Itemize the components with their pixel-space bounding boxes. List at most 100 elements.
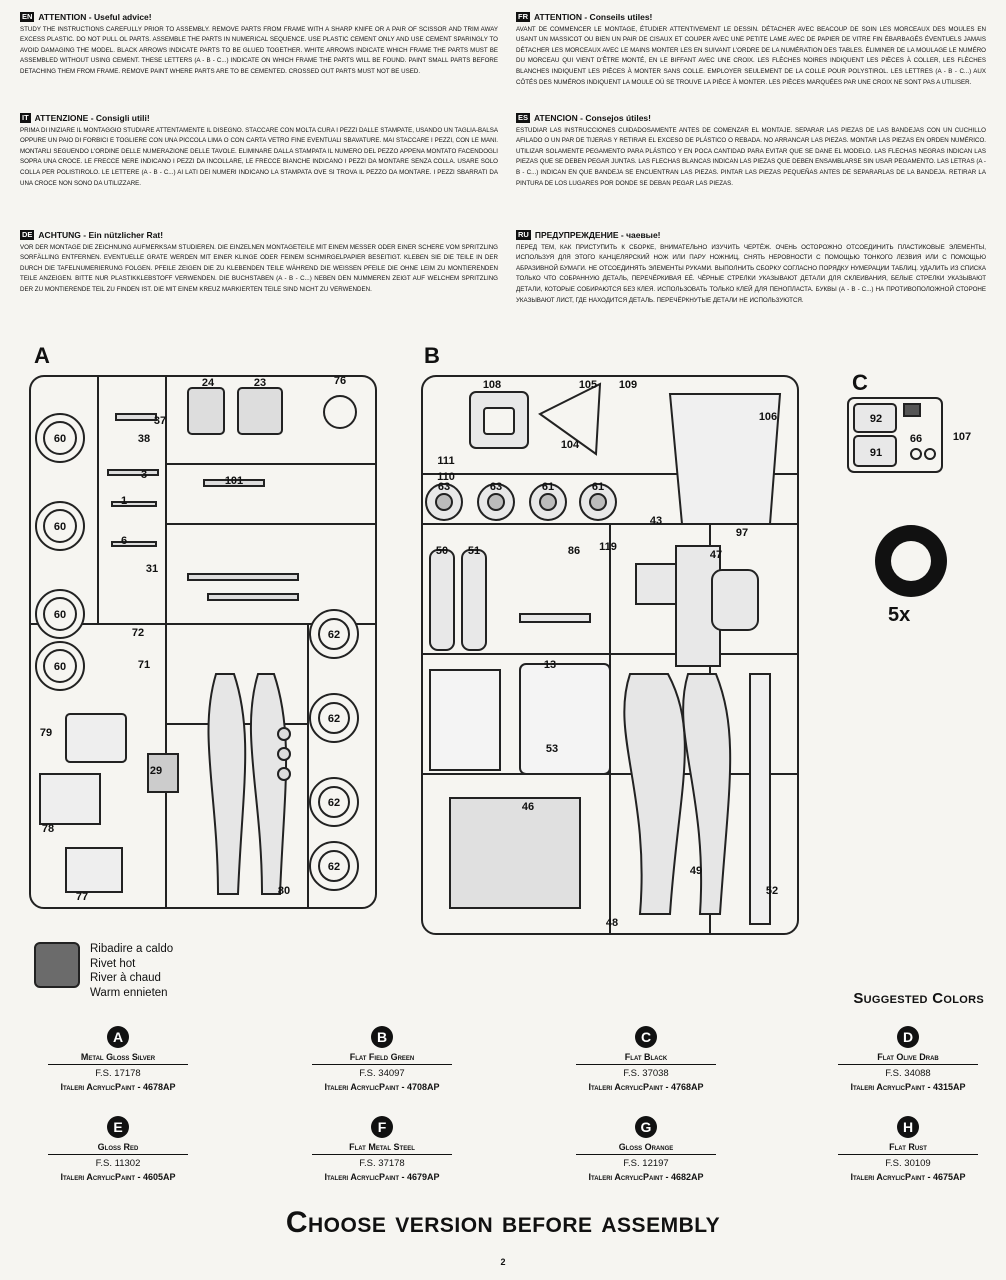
notice-fr: FR ATTENTION - Conseils utiles! Avant de … xyxy=(516,12,986,88)
notice-title: ATTENTION - Conseils utiles! xyxy=(534,12,653,22)
color-fs: F.S. 37038 xyxy=(623,1068,669,1079)
hot-rivet-icon xyxy=(34,942,80,988)
part-number: 109 xyxy=(619,379,637,391)
color-name: Flat Metal Steel xyxy=(312,1142,452,1155)
color-fs: F.S. 17178 xyxy=(95,1068,141,1079)
part-number: 110 xyxy=(437,471,455,483)
part-number: 72 xyxy=(132,627,144,639)
part-number: 23 xyxy=(254,377,266,389)
color-paint: Italeri AcrylicPaint - 4315AP xyxy=(850,1082,966,1092)
color-paint: Italeri AcrylicPaint - 4605AP xyxy=(60,1172,176,1182)
color-name: Metal Gloss Silver xyxy=(48,1052,188,1065)
color-letter: G xyxy=(635,1116,657,1138)
part-number: 66 xyxy=(910,433,922,445)
part-number: 29 xyxy=(150,765,162,777)
color-name: Flat Field Green xyxy=(312,1052,452,1065)
notice-body: Avant de commencer le montage, étudier a… xyxy=(516,25,986,86)
color-paint: Italeri AcrylicPaint - 4678AP xyxy=(60,1082,176,1092)
part-number: 78 xyxy=(42,823,54,835)
notice-body: Vor der Montage die Zeichnung aufmerksam… xyxy=(20,243,498,293)
notice-title: ATENCION - Consejos útiles! xyxy=(534,113,651,123)
part-number: 108 xyxy=(483,379,501,391)
color-name: Flat Rust xyxy=(838,1142,978,1155)
part-number: 62 xyxy=(328,629,340,641)
color-g: G Gloss Orange F.S. 12197 Italeri Acryli… xyxy=(576,1116,716,1182)
language-code: DE xyxy=(20,230,35,241)
notice-title: ATTENZIONE - Consigli utili! xyxy=(34,113,150,123)
language-code: FR xyxy=(516,12,530,23)
page-number: 2 xyxy=(500,1257,506,1267)
sprue-b-diagram: 108 105 109 106 104 111 110 63 63 61 61 … xyxy=(421,375,799,935)
color-paint: Italeri AcrylicPaint - 4768AP xyxy=(588,1082,704,1092)
part-number: 91 xyxy=(870,447,882,459)
color-e: E Gloss Red F.S. 11302 Italeri AcrylicPa… xyxy=(48,1116,188,1182)
part-number: 48 xyxy=(606,917,618,929)
part-number: 51 xyxy=(468,545,480,557)
color-b: B Flat Field Green F.S. 34097 Italeri Ac… xyxy=(312,1026,452,1092)
notice-body: Prima di iniziare il montaggio studiare … xyxy=(20,126,498,187)
sprue-label-a: A xyxy=(34,343,50,368)
part-number: 24 xyxy=(202,377,215,389)
part-number: 1 xyxy=(121,495,127,507)
part-number: 119 xyxy=(599,541,617,553)
color-fs: F.S. 12197 xyxy=(623,1158,669,1169)
part-number: 101 xyxy=(225,475,243,487)
language-code: IT xyxy=(20,113,31,124)
notice-title: ACHTUNG - Ein nützlicher Rat! xyxy=(38,230,164,240)
part-number: 53 xyxy=(546,743,558,755)
legend-line: River à chaud xyxy=(90,972,161,984)
part-number: 13 xyxy=(544,659,556,671)
part-number: 104 xyxy=(561,439,580,451)
color-fs: F.S. 30109 xyxy=(885,1158,931,1169)
color-f: F Flat Metal Steel F.S. 37178 Italeri Ac… xyxy=(312,1116,452,1182)
part-number: 92 xyxy=(870,413,882,425)
part-number: 61 xyxy=(592,481,604,493)
color-fs: F.S. 34088 xyxy=(885,1068,931,1079)
legend-line: Ribadire a caldo xyxy=(90,943,174,955)
part-number: 62 xyxy=(328,861,340,873)
part-number: 50 xyxy=(436,545,448,557)
language-code: ES xyxy=(516,113,531,124)
notice-body: Перед тем, как приступить к сборке, вним… xyxy=(516,243,986,304)
language-code: RU xyxy=(516,230,531,241)
notice-body: Study the instructions carefully prior t… xyxy=(20,25,498,75)
part-number: 60 xyxy=(54,433,66,445)
part-number: 60 xyxy=(54,609,66,621)
rubber-tire-icon xyxy=(875,525,947,597)
part-number: 60 xyxy=(54,661,66,673)
legend-line: Warm ennieten xyxy=(90,986,168,999)
tire-quantity: 5x xyxy=(888,604,911,626)
part-number: 79 xyxy=(40,727,52,739)
part-number: 61 xyxy=(542,481,554,493)
part-number: 80 xyxy=(278,885,290,897)
sprue-label-c: C xyxy=(852,370,868,395)
color-paint: Italeri AcrylicPaint - 4708AP xyxy=(324,1082,440,1092)
notice-body: Estudiar las instrucciones cuidadosament… xyxy=(516,126,986,187)
part-number: 43 xyxy=(650,515,662,527)
part-number: 3 xyxy=(141,469,147,481)
notice-title: ATTENTION - Useful advice! xyxy=(38,12,152,22)
language-code: EN xyxy=(20,12,35,23)
part-number: 46 xyxy=(522,801,534,813)
rivet-legend: Ribadire a caldo Rivet hot River à chaud… xyxy=(34,940,214,1002)
color-d: D Flat Olive Drab F.S. 34088 Italeri Acr… xyxy=(838,1026,978,1092)
color-name: Gloss Red xyxy=(48,1142,188,1155)
color-letter: A xyxy=(107,1026,129,1048)
color-fs: F.S. 11302 xyxy=(95,1158,141,1169)
legend-line: Rivet hot xyxy=(90,957,136,970)
part-number: 111 xyxy=(437,455,454,467)
part-number: 47 xyxy=(710,549,722,561)
color-paint: Italeri AcrylicPaint - 4675AP xyxy=(850,1172,966,1182)
color-letter: B xyxy=(371,1026,393,1048)
part-number: 62 xyxy=(328,713,340,725)
sprue-c-diagram: 92 66 107 91 xyxy=(847,397,971,473)
part-number: 63 xyxy=(490,481,502,493)
part-number: 6 xyxy=(121,535,127,547)
part-number: 71 xyxy=(138,659,150,671)
color-c: C Flat Black F.S. 37038 Italeri AcrylicP… xyxy=(576,1026,716,1092)
color-letter: H xyxy=(897,1116,919,1138)
